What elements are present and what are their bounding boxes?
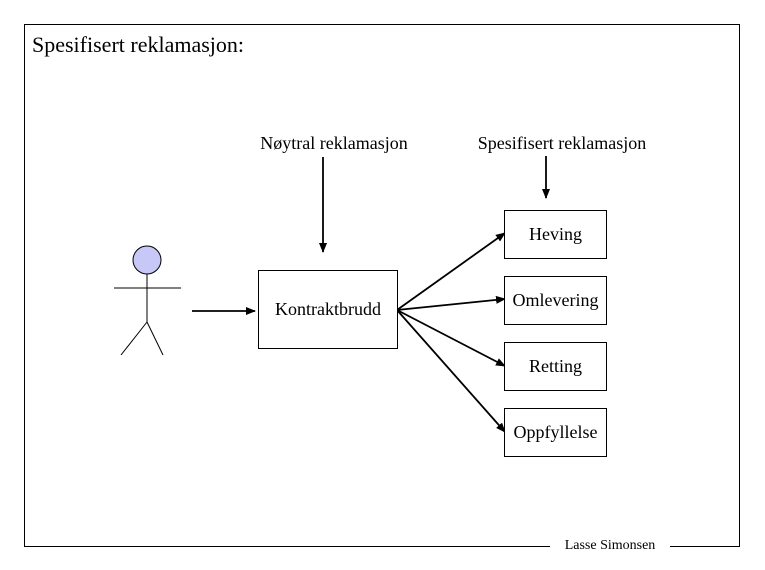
slide-frame (24, 24, 740, 547)
figure-head (132, 245, 162, 275)
neutral-complaint-label: Nøytral reklamasjon (260, 133, 408, 153)
author-footer: Lasse Simonsen (550, 537, 670, 555)
remedy-box-oppfyllelse: Oppfyllelse (504, 408, 607, 457)
contract-breach-box: Kontraktbrudd (258, 270, 398, 349)
arrow-breach-to-oppfyllelse (396, 309, 506, 433)
figure-left-leg (120, 321, 148, 356)
slide-title: Spesifisert reklamasjon: (32, 32, 245, 57)
figure-right-leg (146, 321, 164, 356)
remedy-box-retting: Retting (504, 342, 607, 391)
remedy-box-heving: Heving (504, 210, 607, 259)
person-figure (114, 245, 181, 356)
arrow-breach-to-heving (396, 232, 506, 311)
remedy-box-omlevering: Omlevering (504, 276, 607, 325)
specified-complaint-label: Spesifisert reklamasjon (477, 133, 647, 153)
arrow-breach-to-retting (396, 309, 506, 367)
arrow-breach-to-omlevering (396, 295, 506, 311)
